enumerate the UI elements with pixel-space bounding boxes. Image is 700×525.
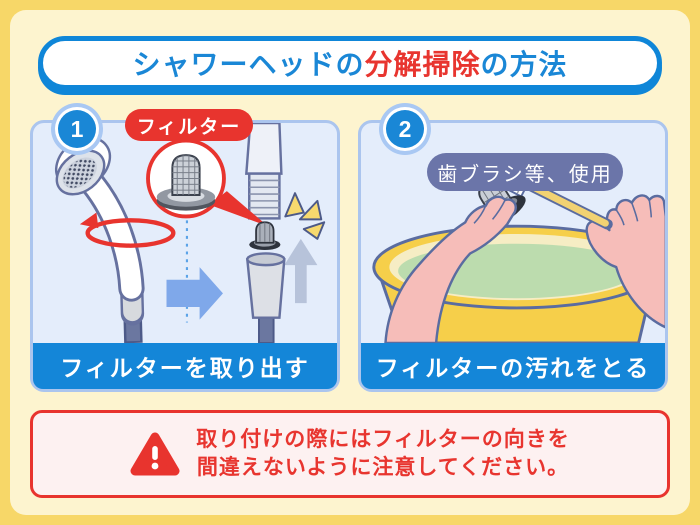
warning-line-2: 間違えないように注意してください。 (196, 456, 570, 479)
toothbrush-label: 歯ブラシ等、使用 (427, 153, 623, 191)
step-1-caption: フィルターを取り出す (33, 343, 337, 389)
shower-head-illustration (55, 136, 145, 343)
filter-housing-illustration (245, 252, 286, 343)
right-arrow-icon (166, 267, 223, 320)
left-hand (384, 195, 517, 343)
magnifier-circle (146, 138, 226, 219)
shower-disassembly-illustration (55, 123, 326, 343)
page-title: シャワーヘッドの分解掃除の方法 (38, 36, 662, 90)
title-part-1: シャワーヘッドの (132, 49, 365, 80)
step-1-panel: 1 フィルター (30, 109, 340, 392)
warning-triangle-icon (130, 432, 180, 476)
step-1-badge: 1 (58, 110, 96, 148)
rotation-arrow-icon (79, 212, 176, 248)
infographic-page: シャワーヘッドの分解掃除の方法 1 フィルター (10, 10, 690, 515)
magnifier-pointer (209, 191, 268, 227)
filter-icon (249, 221, 281, 251)
filter-callout-label: フィルター (125, 109, 253, 141)
step-2-badge: 2 (386, 110, 424, 148)
step-2-panel: 2 歯ブラシ等、使用 (358, 110, 668, 392)
hose-connector-illustration (245, 123, 283, 220)
sparkle-icon (284, 192, 326, 240)
title-part-3: の方法 (480, 49, 568, 80)
filter-cleaning-illustration (372, 163, 665, 343)
up-arrow-icon (284, 238, 318, 304)
step-2-caption: フィルターの汚れをとる (361, 343, 665, 389)
warning-line-1: 取り付けの際にはフィルターの向きを (196, 427, 570, 451)
warning-text: 取り付けの際にはフィルターの向きを 間違えないように注意してください。 (196, 426, 570, 483)
title-part-2: 分解掃除 (364, 49, 481, 80)
warning-note: 取り付けの際にはフィルターの向きを 間違えないように注意してください。 (30, 410, 670, 498)
